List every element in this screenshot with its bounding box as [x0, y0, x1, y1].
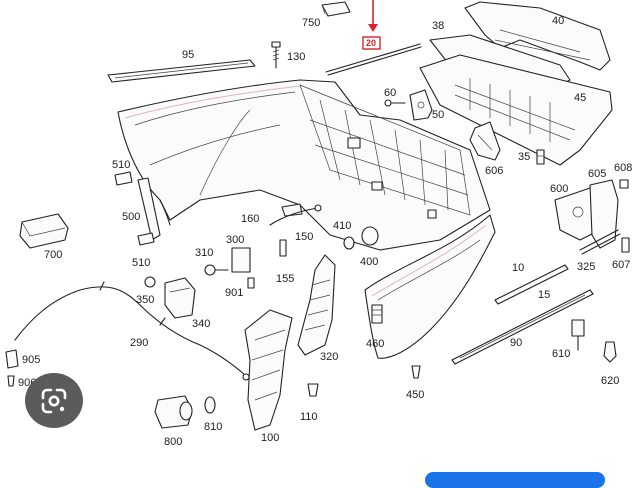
bottom-action-button[interactable]	[425, 472, 605, 488]
svg-text:90: 90	[510, 337, 522, 349]
part-700: 700	[19, 213, 69, 261]
part-160: 160	[241, 203, 303, 225]
highlight-part-20: 20	[325, 0, 422, 76]
svg-text:50: 50	[432, 109, 444, 121]
svg-text:110: 110	[300, 411, 318, 423]
svg-text:340: 340	[192, 318, 210, 330]
part-100: 100	[244, 309, 293, 444]
part-460: 460	[366, 304, 384, 350]
svg-text:901: 901	[225, 287, 243, 299]
google-lens-button[interactable]	[25, 373, 83, 428]
svg-text:20: 20	[366, 38, 376, 48]
svg-text:100: 100	[261, 432, 279, 444]
part-350: 350	[136, 276, 156, 306]
part-800: 800	[154, 395, 193, 448]
svg-text:155: 155	[276, 273, 294, 285]
svg-text:620: 620	[601, 375, 619, 387]
part-340: 340	[164, 277, 210, 330]
svg-text:38: 38	[432, 20, 444, 32]
svg-text:460: 460	[366, 338, 384, 350]
part-320: 320	[297, 254, 338, 363]
part-150: 150	[269, 204, 322, 243]
svg-text:300: 300	[226, 234, 244, 246]
svg-text:160: 160	[241, 213, 259, 225]
part-110: 110	[300, 383, 319, 423]
part-60: 60	[384, 87, 406, 107]
google-lens-icon	[41, 388, 67, 413]
svg-text:607: 607	[612, 259, 630, 271]
part-95: 95	[107, 49, 256, 83]
bumper-cover	[117, 79, 496, 359]
svg-text:410: 410	[333, 220, 351, 232]
part-10: 10	[494, 262, 569, 305]
svg-text:750: 750	[302, 17, 320, 29]
part-400: 400	[360, 226, 379, 268]
svg-text:150: 150	[295, 231, 313, 243]
svg-text:320: 320	[320, 351, 338, 363]
part-610: 610	[552, 319, 585, 360]
svg-text:608: 608	[614, 162, 632, 174]
svg-text:40: 40	[552, 15, 564, 27]
svg-text:15: 15	[538, 289, 550, 301]
part-35: 35	[518, 149, 545, 165]
svg-text:905: 905	[22, 354, 40, 366]
svg-text:325: 325	[577, 261, 595, 273]
svg-text:610: 610	[552, 348, 570, 360]
part-50: 50	[409, 89, 444, 121]
part-608: 608	[614, 162, 632, 189]
svg-text:606: 606	[485, 165, 503, 177]
part-901: 901	[225, 277, 255, 299]
part-510a: 510	[112, 159, 133, 186]
part-510b: 510	[132, 232, 155, 269]
svg-text:500: 500	[122, 211, 140, 223]
svg-text:510: 510	[132, 257, 150, 269]
part-300: 300	[226, 234, 251, 273]
svg-text:400: 400	[360, 256, 378, 268]
svg-text:60: 60	[384, 87, 396, 99]
svg-text:350: 350	[136, 294, 154, 306]
part-15: 15	[538, 289, 550, 301]
svg-text:10: 10	[512, 262, 524, 274]
svg-text:290: 290	[130, 337, 148, 349]
part-90: 90	[451, 289, 594, 365]
svg-text:600: 600	[550, 183, 568, 195]
svg-text:510: 510	[112, 159, 130, 171]
svg-text:130: 130	[287, 51, 305, 63]
part-130: 130	[271, 41, 305, 69]
part-810: 810	[204, 396, 222, 433]
svg-text:310: 310	[195, 247, 213, 259]
svg-text:800: 800	[164, 436, 182, 448]
part-310: 310	[195, 247, 229, 276]
part-500: 500	[122, 177, 161, 241]
part-410: 410	[333, 220, 355, 250]
svg-text:810: 810	[204, 421, 222, 433]
part-750: 750	[302, 1, 351, 29]
part-620: 620	[601, 341, 619, 387]
part-450: 450	[406, 365, 424, 401]
part-905: 905	[5, 349, 40, 369]
part-325: 325	[577, 229, 621, 273]
part-605: 605	[588, 168, 619, 249]
part-607: 607	[612, 237, 630, 271]
svg-text:450: 450	[406, 389, 424, 401]
part-290: 290	[14, 281, 250, 381]
part-155: 155	[276, 239, 294, 285]
part-45: 45	[419, 54, 613, 166]
svg-text:700: 700	[44, 249, 62, 261]
svg-text:95: 95	[182, 49, 194, 61]
part-606: 606	[469, 121, 503, 177]
svg-text:45: 45	[574, 92, 586, 104]
svg-text:605: 605	[588, 168, 606, 180]
svg-text:35: 35	[518, 151, 530, 163]
